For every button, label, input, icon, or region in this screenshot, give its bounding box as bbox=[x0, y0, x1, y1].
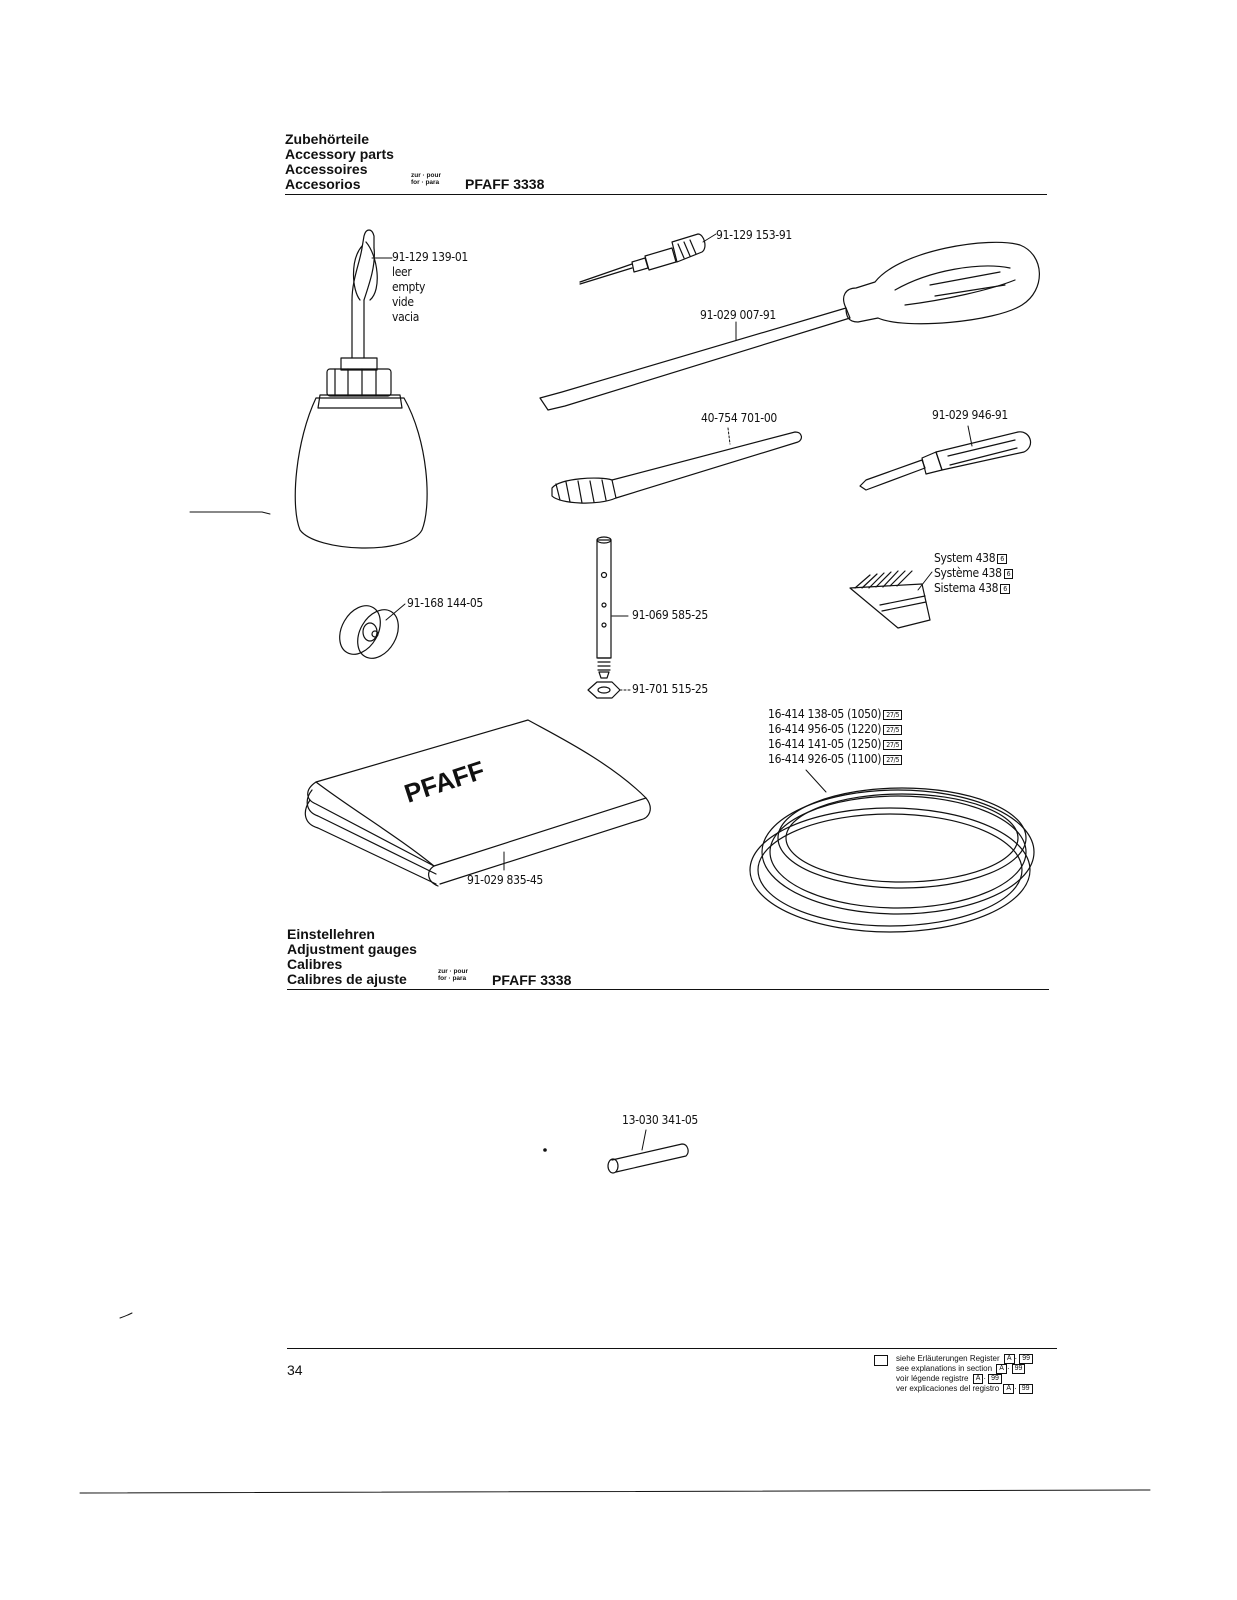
page-number: 34 bbox=[287, 1362, 303, 1378]
title-en: Adjustment gauges bbox=[287, 941, 417, 957]
oil-can-illustration bbox=[294, 229, 428, 549]
small-screwdriver-label: 91-029 946-91 bbox=[932, 408, 1008, 422]
scan-edge-line bbox=[79, 1489, 1151, 1494]
bobbin-label: 91-168 144-05 bbox=[407, 596, 483, 610]
bobbin-illustration bbox=[339, 603, 406, 659]
section1-for-label: zur · pour for · para bbox=[411, 172, 441, 186]
section2-rule bbox=[287, 989, 1049, 990]
rod-illustration bbox=[596, 536, 629, 679]
ref-box: 6 bbox=[997, 553, 1008, 564]
nut-illustration bbox=[587, 681, 631, 699]
brush-label: 40-754 701-00 bbox=[701, 411, 777, 425]
belts-illustration bbox=[749, 769, 1035, 933]
rod-label: 91-069 585-25 bbox=[632, 608, 708, 622]
title-en: Accessory parts bbox=[285, 146, 394, 162]
small-screwdriver-top-label: 91-129 153-91 bbox=[716, 228, 792, 242]
section2-model: PFAFF 3338 bbox=[492, 972, 572, 988]
gauge-pin-illustration bbox=[607, 1129, 689, 1174]
needles-illustration bbox=[849, 570, 933, 629]
title-es: Accesorios bbox=[285, 176, 361, 192]
gauge-pin-label: 13-030 341-05 bbox=[622, 1113, 698, 1127]
manual-label: 91-029 835-45 bbox=[467, 873, 543, 887]
ref-box: 27/5 bbox=[883, 709, 903, 720]
ref-box: 6 bbox=[1003, 568, 1014, 579]
footer-rule bbox=[287, 1348, 1057, 1349]
manual-illustration: PFAFF bbox=[304, 719, 651, 887]
nut-label: 91-701 515-25 bbox=[632, 682, 708, 696]
title-de: Einstellehren bbox=[287, 926, 375, 942]
manual-cover-text: PFAFF bbox=[401, 755, 489, 809]
legend-text: siehe Erläuterungen Register A·99 see ex… bbox=[896, 1354, 1033, 1395]
section2-titles: Einstellehren Adjustment gauges Calibres… bbox=[287, 927, 417, 987]
title-de: Zubehörteile bbox=[285, 131, 370, 147]
small-screwdriver-illustration bbox=[859, 425, 1032, 491]
section1-titles: Zubehörteile Accessory parts Accessoires… bbox=[285, 132, 394, 192]
title-fr: Accessoires bbox=[285, 161, 368, 177]
legend-square-icon bbox=[874, 1355, 888, 1366]
large-screwdriver-label: 91-029 007-91 bbox=[700, 308, 776, 322]
large-screwdriver-illustration bbox=[539, 241, 1040, 411]
ref-box: 27/5 bbox=[883, 739, 903, 750]
title-es: Calibres de ajuste bbox=[287, 971, 407, 987]
section1-rule bbox=[285, 194, 1047, 195]
small-screwdriver-top-illustration bbox=[579, 233, 717, 285]
ref-box: 6 bbox=[1000, 583, 1010, 594]
section1-model: PFAFF 3338 bbox=[465, 176, 545, 192]
title-fr: Calibres bbox=[287, 956, 343, 972]
ref-box: 27/5 bbox=[883, 724, 903, 735]
oil-can-label: 91-129 139-01 leer empty vide vacia bbox=[392, 250, 468, 324]
brush-illustration bbox=[551, 427, 802, 504]
belts-label: 16-414 138-05 (1050)27/5 16-414 956-05 (… bbox=[768, 707, 903, 767]
section2-for-label: zur · pour for · para bbox=[438, 968, 468, 982]
ref-box: 27/5 bbox=[883, 754, 903, 765]
